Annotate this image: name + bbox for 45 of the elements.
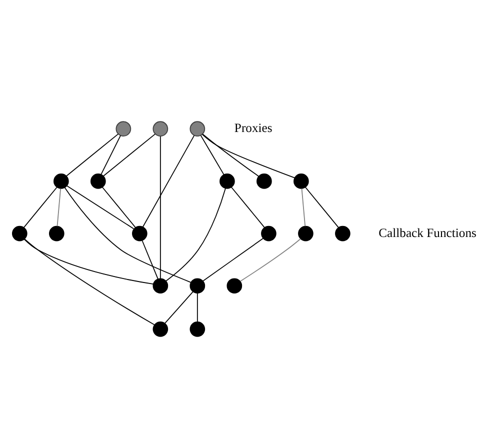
connector xyxy=(202,133,259,176)
node-circle xyxy=(190,278,206,294)
node-circle xyxy=(152,278,168,294)
node-circle xyxy=(190,321,206,336)
connector xyxy=(142,240,158,279)
connector xyxy=(24,238,155,325)
node-circle xyxy=(226,278,242,294)
connector xyxy=(102,186,136,228)
node-circle xyxy=(298,225,314,241)
connector xyxy=(64,186,192,282)
connector xyxy=(230,186,265,228)
connector xyxy=(202,237,264,281)
connector xyxy=(24,238,154,284)
label: Proxies xyxy=(234,120,272,135)
connector xyxy=(142,134,195,227)
node-circle xyxy=(116,120,132,136)
node-circle xyxy=(152,321,168,336)
connector xyxy=(160,135,161,278)
node-circle xyxy=(335,225,350,241)
node-circle xyxy=(12,225,28,241)
connector xyxy=(240,238,301,282)
connector xyxy=(166,188,226,281)
node-circle xyxy=(261,225,276,241)
connector xyxy=(304,186,339,228)
node-circle xyxy=(48,225,64,241)
node-circle xyxy=(294,173,309,188)
node-circle xyxy=(190,120,206,136)
node-circle xyxy=(90,173,106,188)
connector xyxy=(301,188,306,226)
connector xyxy=(164,290,194,324)
connector xyxy=(100,134,121,174)
node-circle xyxy=(54,173,69,188)
connector xyxy=(56,188,62,226)
connector xyxy=(66,184,134,229)
connector xyxy=(24,186,58,228)
node-circle xyxy=(256,173,272,188)
connector xyxy=(200,134,224,174)
connector xyxy=(103,133,156,176)
connector xyxy=(66,133,119,176)
label: Callback Functions xyxy=(378,225,476,240)
node-circle xyxy=(220,173,235,188)
connector xyxy=(196,292,198,322)
node-circle xyxy=(152,120,168,136)
node-circle xyxy=(132,225,148,241)
connector xyxy=(202,134,296,178)
